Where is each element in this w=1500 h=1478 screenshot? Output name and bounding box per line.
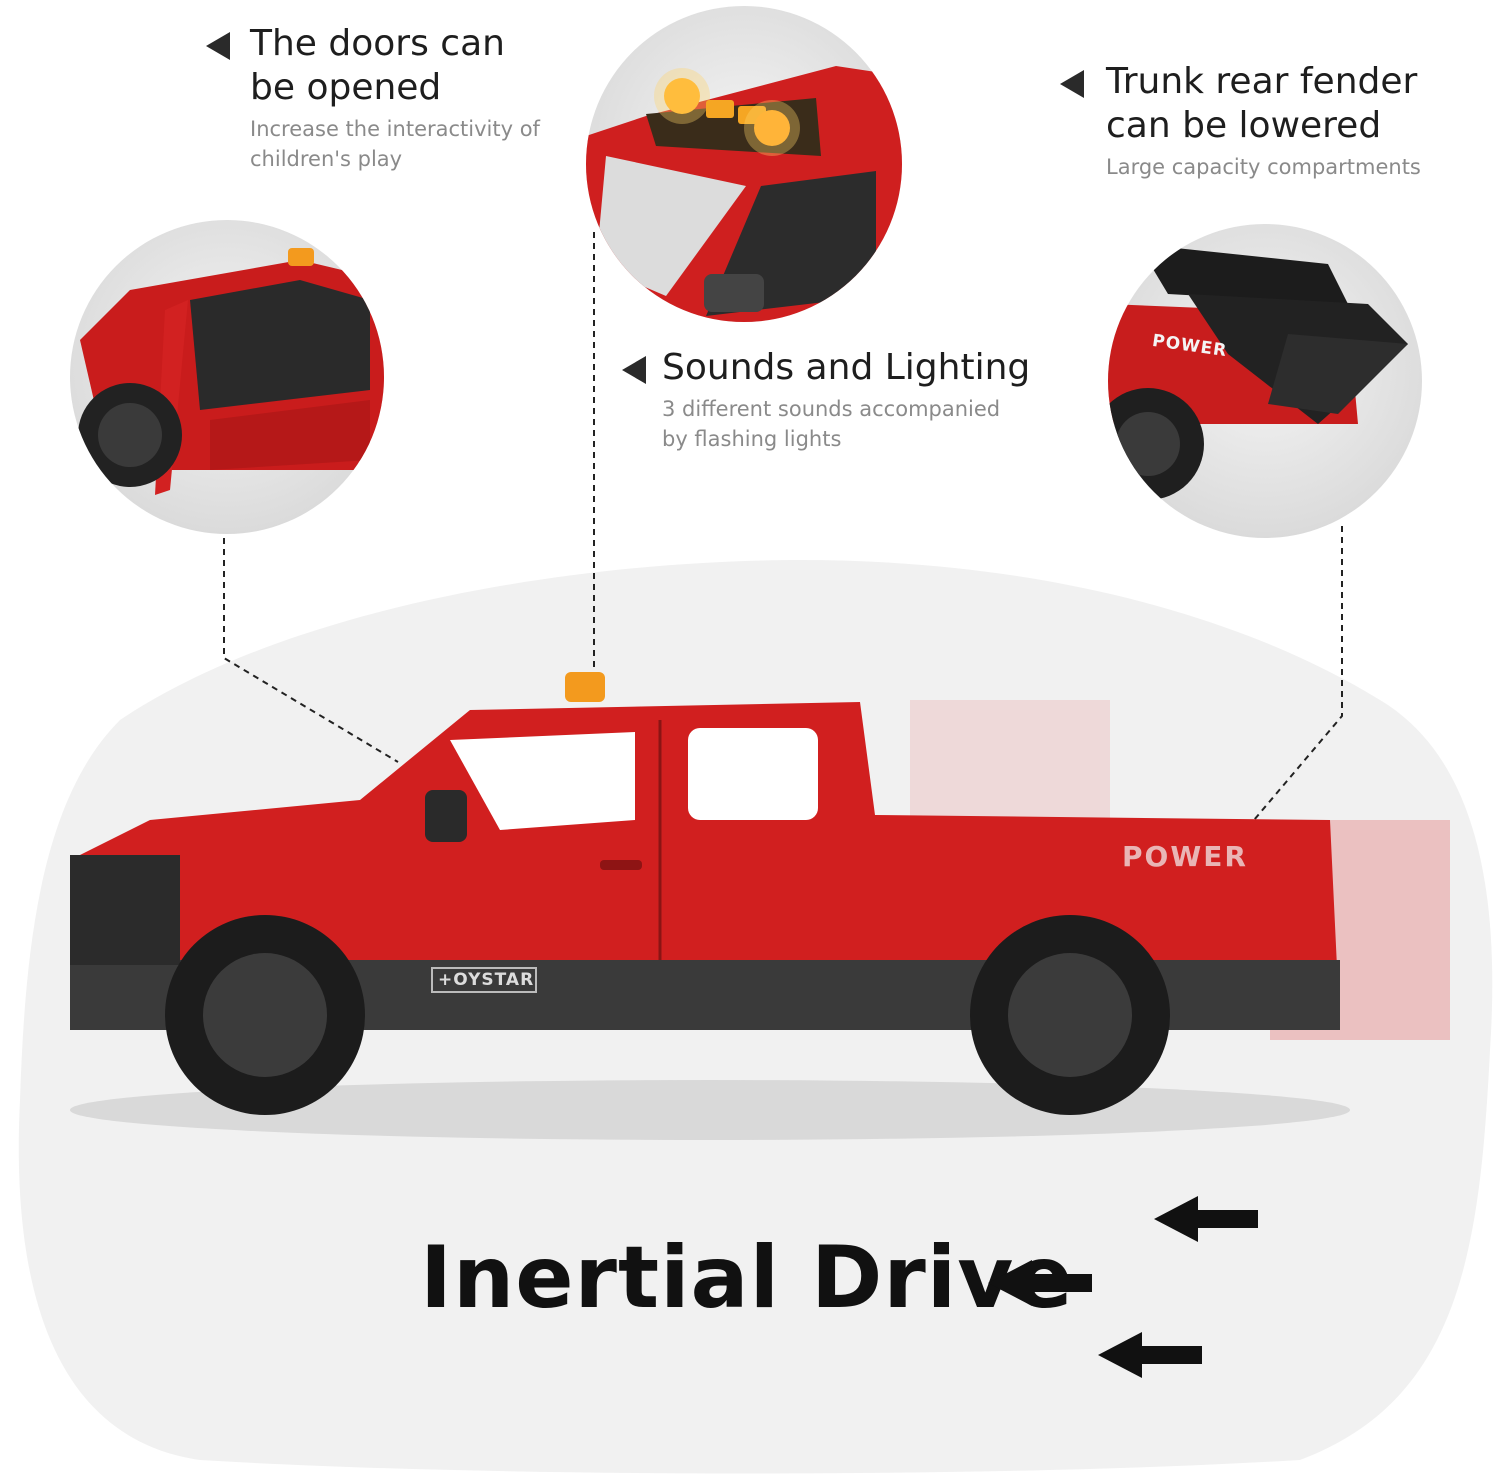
feature-doors: The doors can be opened Increase the int…	[250, 22, 540, 174]
arrow-left-icon	[988, 1260, 1092, 1306]
feature-description: Increase the interactivity of children's…	[250, 117, 540, 171]
feature-description: 3 different sounds accompanied by flashi…	[662, 397, 1001, 451]
arrow-left-icon	[1098, 1332, 1202, 1378]
detail-circle-doors	[70, 220, 384, 534]
feature-title: Trunk rear fender can be lowered	[1106, 61, 1418, 146]
triangle-left-icon	[1060, 70, 1084, 98]
feature-title: The doors can be opened	[250, 23, 505, 108]
feature-description: Large capacity compartments	[1106, 155, 1421, 179]
headline: Inertial Drive	[420, 1228, 1074, 1328]
feature-title: Sounds and Lighting	[662, 347, 1031, 388]
power-decal: POWER	[1122, 840, 1248, 873]
arrow-left-icon	[1154, 1196, 1258, 1242]
open-door-illustration	[78, 248, 384, 495]
feature-sounds: Sounds and Lighting 3 different sounds a…	[662, 346, 1030, 454]
feature-trunk: Trunk rear fender can be lowered Large c…	[1106, 60, 1421, 182]
roof-lights-illustration	[586, 66, 902, 322]
detail-circle-trunk: POWER	[1108, 224, 1422, 538]
pickup-truck	[70, 672, 1450, 1140]
detail-circle-lights	[586, 6, 902, 322]
triangle-left-icon	[622, 356, 646, 384]
triangle-left-icon	[206, 32, 230, 60]
tailgate-illustration	[1108, 244, 1408, 500]
brand-badge: +OYSTAR	[438, 970, 535, 990]
